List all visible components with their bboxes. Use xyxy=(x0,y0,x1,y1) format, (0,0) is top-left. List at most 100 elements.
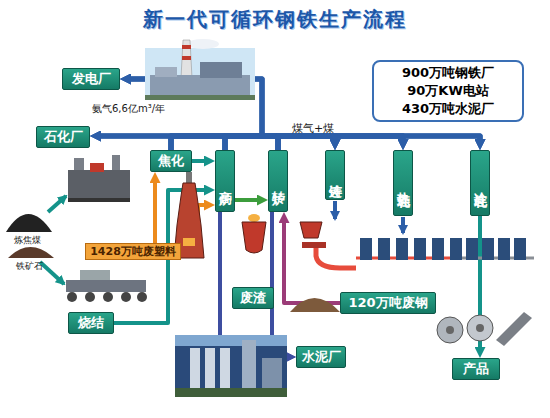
plant-building xyxy=(150,75,250,97)
coil-core xyxy=(446,326,454,334)
annotation-label: 氨气6,6亿m³/年 xyxy=(92,102,165,116)
converter-illustration xyxy=(242,214,266,253)
steel-coil xyxy=(437,317,463,343)
sinter-roller xyxy=(67,292,77,302)
sinter-roller xyxy=(85,292,95,302)
plant-smoke xyxy=(187,39,219,49)
process-box: 焦化 xyxy=(150,150,192,172)
node-text: 120万吨废钢 xyxy=(348,294,427,312)
process-label: 高炉 xyxy=(215,150,235,212)
process-label: 连铸 xyxy=(325,150,345,200)
flow-arrow xyxy=(478,216,482,353)
process-label: 冷连轧 xyxy=(470,150,490,216)
sinter-roller xyxy=(121,292,131,302)
node-text: 废渣 xyxy=(240,289,266,307)
cement-building xyxy=(262,358,282,388)
flow-arrow xyxy=(181,205,210,252)
annotation-label: 炼焦煤 xyxy=(14,234,41,247)
scrap-pile-illustration xyxy=(290,298,340,312)
mill-stand xyxy=(432,238,444,260)
flow-arrow xyxy=(192,159,210,163)
cement-silo xyxy=(220,348,230,388)
material-box: 120万吨废钢 xyxy=(340,292,436,314)
converter-vessel xyxy=(242,222,266,253)
converter-flame xyxy=(248,214,260,222)
coke-oven-illustration xyxy=(68,155,130,202)
mill-stand xyxy=(482,238,494,260)
mill-stand xyxy=(360,238,372,260)
flow-arrow xyxy=(125,79,262,150)
process-label: 热连轧 xyxy=(393,150,413,216)
node-text: 石化厂 xyxy=(44,128,83,146)
node-text: 高炉 xyxy=(216,180,234,182)
node-text: 热连轧 xyxy=(394,182,412,185)
node-text: 900万吨钢铁厂 xyxy=(402,64,494,82)
oven-tower xyxy=(74,158,84,172)
node-text: 烧结 xyxy=(78,314,104,332)
mill-stand xyxy=(414,238,426,260)
coil-core xyxy=(476,324,484,332)
facility-box: 水泥厂 xyxy=(296,346,346,368)
hot-rolling-illustration xyxy=(356,217,462,260)
power-plant-illustration xyxy=(145,39,255,100)
node-text: 产品 xyxy=(463,360,489,378)
sinter-roller xyxy=(103,292,113,302)
node-text: 90万KW电站 xyxy=(407,82,489,100)
flow-arrow xyxy=(278,136,480,150)
product-box: 产品 xyxy=(452,358,500,380)
raw-material-piles xyxy=(6,196,66,284)
chimney-band xyxy=(182,45,191,49)
plant-building xyxy=(155,67,177,77)
oven-car xyxy=(90,163,104,172)
flow-arrow xyxy=(220,212,291,357)
material-box: 1428万吨废塑料 xyxy=(85,243,181,260)
node-text: 转炉 xyxy=(269,180,287,182)
plant-chimney xyxy=(181,40,192,78)
oven-base xyxy=(68,198,130,202)
facility-box: 石化厂 xyxy=(36,126,90,148)
mill-stand xyxy=(396,238,408,260)
feed-arrow xyxy=(333,201,337,219)
oven-tower xyxy=(112,155,120,172)
cold-strip xyxy=(462,257,534,260)
cement-tower xyxy=(242,340,256,388)
steel-coil xyxy=(467,315,493,341)
node-text: 焦化 xyxy=(158,152,184,170)
mill-stand xyxy=(450,238,462,260)
sinter-belt xyxy=(66,280,146,292)
diagram-title: 新一代可循环钢铁生产流程 xyxy=(0,6,550,33)
info-box: 900万吨钢铁厂90万KW电站430万吨水泥厂 xyxy=(372,60,524,122)
flow-arrow xyxy=(272,212,291,357)
mill-stand xyxy=(498,238,510,260)
ladle xyxy=(300,222,322,238)
flow-arrow xyxy=(284,217,340,303)
flow-arrow xyxy=(278,136,335,150)
node-text: 冷连轧 xyxy=(471,182,489,185)
product-illustration xyxy=(437,312,532,346)
mill-stand xyxy=(378,238,390,260)
process-box: 烧结 xyxy=(68,312,114,334)
oven-body xyxy=(68,170,130,198)
furnace-pipe xyxy=(186,172,192,184)
cement-plant-illustration xyxy=(175,335,287,397)
feed-arrow xyxy=(48,196,66,212)
cement-sky xyxy=(175,335,287,346)
node-text: 连铸 xyxy=(326,174,344,176)
plant-ground xyxy=(145,95,255,100)
annotation-label: 煤气+煤 xyxy=(292,121,334,136)
plant-building xyxy=(200,62,242,78)
flow-arrow xyxy=(153,177,157,243)
cement-silo xyxy=(205,348,215,388)
chimney-band xyxy=(182,56,191,60)
steel-sheet xyxy=(496,312,532,346)
caster-illustration xyxy=(300,201,356,268)
tundish xyxy=(302,242,326,248)
cast-strand xyxy=(316,248,356,268)
cement-silo xyxy=(190,348,200,388)
hot-strip xyxy=(356,257,458,260)
flow-arrow xyxy=(95,136,278,150)
sinter-machine-illustration xyxy=(66,270,147,302)
node-text: 1428万吨废塑料 xyxy=(90,244,176,259)
